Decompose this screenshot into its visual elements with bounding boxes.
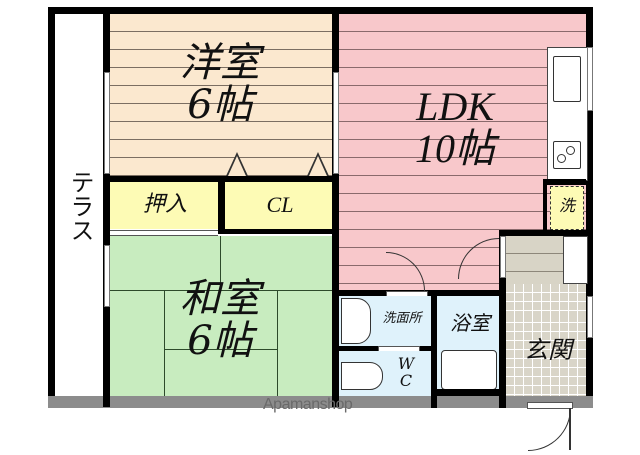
window-west-1 [104, 72, 110, 174]
outer-wall-right [586, 7, 593, 407]
terrace-inner-wall [103, 7, 110, 407]
tatami-line [110, 290, 332, 291]
toilet-icon [341, 362, 383, 390]
washbasin-icon [341, 298, 371, 344]
outer-wall-top [48, 7, 593, 14]
wall-middle [332, 7, 339, 407]
washer-label: 洗 [558, 196, 575, 215]
oshiire[interactable] [110, 182, 218, 229]
closet-label: CL [266, 192, 294, 217]
window-kitchen [587, 47, 593, 111]
wall-bath-divider [431, 296, 437, 408]
western-room-label: 洋室 6帖 [180, 40, 260, 128]
japanese-room[interactable] [110, 236, 332, 396]
door-slide-hall [500, 236, 506, 278]
entrance[interactable] [506, 314, 586, 396]
washroom-label: 洗面所 [382, 311, 422, 326]
wall-washer-left [543, 179, 547, 231]
closet-door-triangle-fill [228, 156, 246, 176]
tatami-line [220, 236, 221, 290]
burner-icon [566, 146, 575, 155]
tatami-line [164, 290, 165, 396]
japanese-room-label: 和室 6帖 [180, 276, 260, 364]
entrance-door-leaf [569, 408, 571, 450]
entrance-tile-top [506, 284, 586, 314]
outer-wall-left [48, 7, 55, 407]
wall-bath-bottom [437, 389, 499, 396]
oshiire-label: 押入 [142, 192, 187, 217]
toilet-label: W C [397, 354, 415, 390]
closet-door-triangle-fill [309, 156, 327, 176]
tatami-line [277, 290, 278, 396]
shoe-cabinet [563, 236, 588, 284]
closet[interactable] [225, 182, 332, 229]
tatami-line [164, 349, 277, 350]
bathtub-icon [441, 350, 497, 390]
entrance-label: 玄関 [524, 336, 572, 364]
terrace [55, 14, 105, 396]
entrance-door-frame [527, 402, 573, 409]
door-slide-middle [333, 72, 339, 174]
entrance-door-swing[interactable] [528, 408, 571, 451]
washer-space[interactable] [550, 186, 584, 230]
terrace-label: テラス [66, 170, 94, 242]
oshiire-sliding-door [110, 230, 218, 236]
wall-hall-left [499, 230, 506, 408]
window-entrance [587, 296, 593, 338]
wall-closet-bottom [225, 229, 332, 234]
window-west-2 [104, 245, 110, 307]
wall-hall-top [499, 230, 586, 236]
sink-icon [553, 56, 581, 102]
ldk-label: LDK 10帖 [415, 84, 495, 171]
bathroom-label: 浴室 [450, 311, 490, 335]
watermark: Apamanshop [263, 396, 353, 413]
western-room[interactable] [110, 14, 332, 176]
bottom-base-line [48, 396, 593, 408]
burner-icon [557, 154, 566, 163]
wall-washer-top [543, 179, 586, 185]
wall-closet-divider [218, 176, 225, 234]
